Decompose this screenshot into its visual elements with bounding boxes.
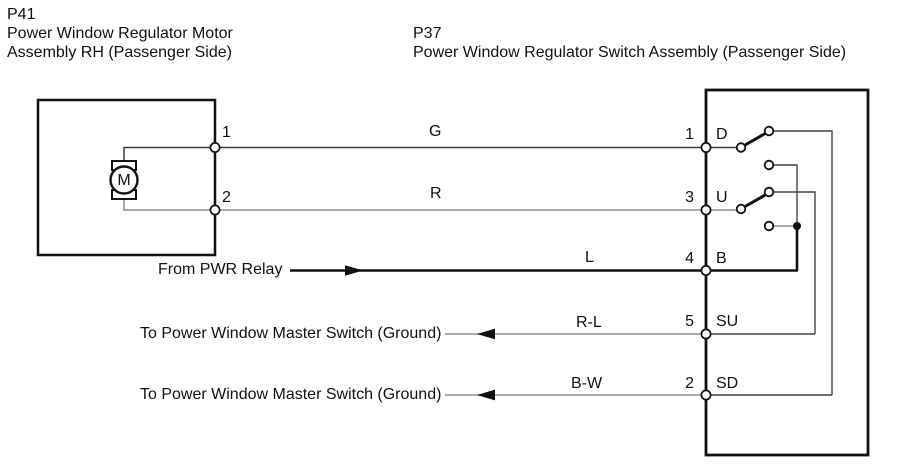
route-d-contact-to-b (773, 164, 798, 226)
switch-pin-number: 3 (685, 189, 694, 206)
switch-lever-down (741, 131, 767, 148)
switch-connector-code: P37 (413, 25, 442, 42)
annotation-power-source: From PWR Relay (158, 261, 283, 278)
annotation-ground-upper: To Power Window Master Switch (Ground) (140, 325, 442, 342)
arrow-right-icon (345, 265, 363, 276)
motor-symbol-label: M (117, 172, 131, 189)
switch-pin-number: 2 (685, 375, 694, 392)
pin-switch-5 (700, 328, 712, 340)
switch-signal-label: U (716, 189, 728, 206)
contact-d-lower (763, 159, 775, 171)
motor-connector-name-line1: Power Window Regulator Motor (7, 25, 233, 42)
arrow-left-icon (477, 328, 495, 340)
motor-pin-number: 1 (222, 124, 231, 141)
pin-switch-3 (700, 204, 712, 216)
wire-label-rl: R-L (576, 314, 602, 331)
switch-pin-number: 5 (685, 313, 694, 330)
junction-dot (793, 222, 801, 230)
contact-u-common (735, 203, 747, 215)
contact-d-common (735, 142, 747, 153)
wire-label-r: R (430, 185, 442, 202)
wire-label-bw: B-W (571, 375, 603, 392)
motor-connector-name-line2: Assembly RH (Passenger Side) (7, 44, 232, 61)
contact-d-upper (763, 125, 775, 137)
pin-motor-2 (209, 204, 221, 216)
switch-pin-number: 4 (685, 250, 694, 267)
switch-signal-label: D (716, 126, 728, 143)
switch-signal-label: SU (716, 313, 739, 330)
wire-label-g: G (429, 123, 442, 140)
pin-motor-1 (209, 142, 221, 153)
motor-lead-top (123, 146, 215, 162)
motor-connector-code: P41 (7, 6, 36, 23)
pin-switch-4 (700, 265, 712, 276)
contact-u-upper (763, 186, 775, 198)
pin-switch-2 (700, 389, 712, 401)
annotation-ground-lower: To Power Window Master Switch (Ground) (140, 386, 442, 403)
switch-signal-label: SD (716, 375, 739, 392)
switch-lever-up (741, 193, 767, 210)
arrow-left-icon (477, 389, 495, 401)
motor-pin-number: 2 (222, 189, 231, 206)
route-u-to-su (773, 191, 816, 334)
switch-connector-name: Power Window Regulator Switch Assembly (… (413, 44, 847, 61)
contact-u-lower (763, 220, 775, 232)
switch-signal-label: B (716, 250, 727, 267)
route-d-to-sd (773, 130, 833, 395)
motor-circle (109, 165, 139, 195)
motor-connector-box (36, 98, 217, 257)
switch-connector-box (704, 88, 870, 457)
pin-switch-1 (700, 142, 712, 153)
wire-label-l: L (585, 249, 594, 266)
motor-lead-bottom (123, 198, 215, 211)
switch-pin-number: 1 (685, 126, 694, 143)
